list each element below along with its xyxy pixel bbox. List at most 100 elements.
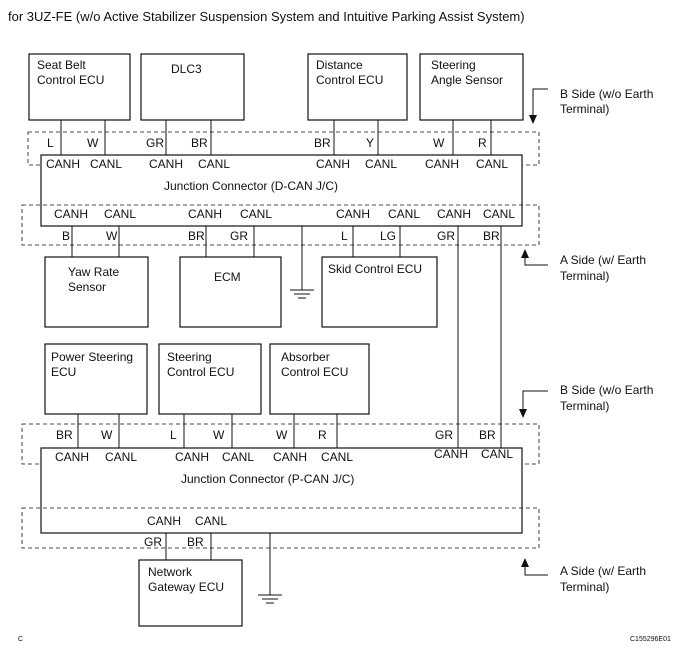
wire-label: BR <box>56 428 73 442</box>
terminal-canh: CANH <box>46 157 80 171</box>
distance-control-ecu: Distance Control ECU <box>307 53 408 121</box>
dcan-a-side-region <box>21 204 540 246</box>
dlc3-connector: DLC3 <box>140 53 245 121</box>
b-side-label-line2: Terminal) <box>560 102 609 116</box>
steering-angle-label-line1: Steering <box>431 58 476 72</box>
wire-label: W <box>433 136 445 150</box>
pcan-b-wire-labels: BR W L W W R GR BR <box>56 428 496 442</box>
terminal-canh: CANH <box>273 450 307 464</box>
network-gateway-ecu: Network Gateway ECU <box>138 559 243 627</box>
terminal-canh: CANH <box>437 207 471 221</box>
terminal-canh: CANH <box>149 157 183 171</box>
wire-label: BR <box>479 428 496 442</box>
b-side-callout-pcan: B Side (w/o Earth Terminal) <box>519 383 653 418</box>
terminal-canl: CANL <box>198 157 230 171</box>
wire-label: GR <box>144 535 162 549</box>
a-side-label-line2: Terminal) <box>560 580 609 594</box>
footer-figure-code: C155296E01 <box>630 636 671 643</box>
absorber-control-ecu: Absorber Control ECU <box>269 343 370 415</box>
terminal-canl: CANL <box>388 207 420 221</box>
dlc3-label: DLC3 <box>171 62 202 76</box>
terminal-canl: CANL <box>105 450 137 464</box>
wire-label: GR <box>437 229 455 243</box>
b-side-label-line1: B Side (w/o Earth <box>560 87 653 101</box>
wire-label: W <box>101 428 113 442</box>
a-side-label-line1: A Side (w/ Earth <box>560 253 646 267</box>
skid-control-ecu: Skid Control ECU <box>321 256 438 328</box>
network-gateway-label-line2: Gateway ECU <box>148 580 224 594</box>
wire-label: BR <box>314 136 331 150</box>
absorber-control-label-line2: Control ECU <box>281 365 348 379</box>
pcan-a-side-region <box>21 507 540 549</box>
terminal-canh: CANH <box>147 514 181 528</box>
terminal-canl: CANL <box>90 157 122 171</box>
wire-label: B <box>62 229 70 243</box>
wire-label: BR <box>188 229 205 243</box>
terminal-canh: CANH <box>54 207 88 221</box>
dcan-upper-wires <box>60 120 492 155</box>
yaw-rate-label-line1: Yaw Rate <box>68 265 119 279</box>
terminal-canh: CANH <box>336 207 370 221</box>
seat-belt-label-line2: Control ECU <box>37 73 104 87</box>
wire-label: GR <box>230 229 248 243</box>
wire-label: Y <box>366 136 374 150</box>
wire-label: W <box>213 428 225 442</box>
dcan-junction-title: Junction Connector (D-CAN J/C) <box>164 179 338 193</box>
terminal-canl: CANL <box>481 447 513 461</box>
wire-label: W <box>276 428 288 442</box>
terminal-canh: CANH <box>425 157 459 171</box>
skid-control-label: Skid Control ECU <box>328 262 422 276</box>
terminal-canl: CANL <box>240 207 272 221</box>
distance-control-label-line2: Control ECU <box>316 73 383 87</box>
wire-label: BR <box>191 136 208 150</box>
wire-label: L <box>170 428 177 442</box>
terminal-canl: CANL <box>104 207 136 221</box>
dcan-b-wire-labels: L W GR BR BR Y W R <box>47 136 487 150</box>
terminal-canh: CANH <box>55 450 89 464</box>
a-side-callout-dcan: A Side (w/ Earth Terminal) <box>521 249 646 283</box>
a-side-callout-pcan: A Side (w/ Earth Terminal) <box>521 558 646 594</box>
terminal-canl: CANL <box>321 450 353 464</box>
b-side-label-line1: B Side (w/o Earth <box>560 383 653 397</box>
terminal-canl: CANL <box>195 514 227 528</box>
steering-control-label-line1: Steering <box>167 350 212 364</box>
wire-label: GR <box>435 428 453 442</box>
ecm-label: ECM <box>214 270 241 284</box>
wire-label: R <box>478 136 487 150</box>
pcan-junction-title: Junction Connector (P-CAN J/C) <box>181 472 354 486</box>
seat-belt-control-ecu: Seat Belt Control ECU <box>28 53 131 121</box>
terminal-canh: CANH <box>316 157 350 171</box>
terminal-canh: CANH <box>434 447 468 461</box>
yaw-rate-label-line2: Sensor <box>68 280 106 294</box>
diagram-caption: for 3UZ-FE (w/o Active Stabilizer Suspen… <box>8 9 525 24</box>
power-steering-ecu: Power Steering ECU <box>44 343 148 415</box>
dcan-a-wire-labels: B W BR GR L LG GR BR <box>62 229 500 243</box>
wire-label: BR <box>187 535 204 549</box>
b-side-callout-dcan: B Side (w/o Earth Terminal) <box>529 87 653 124</box>
ground-symbol <box>258 533 282 604</box>
absorber-control-label-line1: Absorber <box>281 350 330 364</box>
wire-label: W <box>106 229 118 243</box>
dcan-lower-wires <box>71 226 502 448</box>
b-side-label-line2: Terminal) <box>560 399 609 413</box>
a-side-label-line2: Terminal) <box>560 269 609 283</box>
steering-angle-label-line2: Angle Sensor <box>431 73 503 87</box>
pcan-upper-wires <box>77 414 338 448</box>
steering-angle-sensor: Steering Angle Sensor <box>419 53 524 121</box>
network-gateway-label-line1: Network <box>148 565 193 579</box>
distance-control-label-line1: Distance <box>316 58 363 72</box>
terminal-canl: CANL <box>476 157 508 171</box>
power-steering-label-line1: Power Steering <box>51 350 133 364</box>
terminal-canl: CANL <box>483 207 515 221</box>
a-side-label-line1: A Side (w/ Earth <box>560 564 646 578</box>
wire-label: L <box>47 136 54 150</box>
wire-label: GR <box>146 136 164 150</box>
ground-symbol <box>290 226 314 299</box>
terminal-canl: CANL <box>365 157 397 171</box>
wire-label: R <box>318 428 327 442</box>
pcan-a-wire-labels: GR BR <box>144 535 204 549</box>
power-steering-label-line2: ECU <box>51 365 76 379</box>
wire-label: L <box>341 229 348 243</box>
footer-left-code: C <box>18 636 23 643</box>
wire-label: LG <box>380 229 396 243</box>
